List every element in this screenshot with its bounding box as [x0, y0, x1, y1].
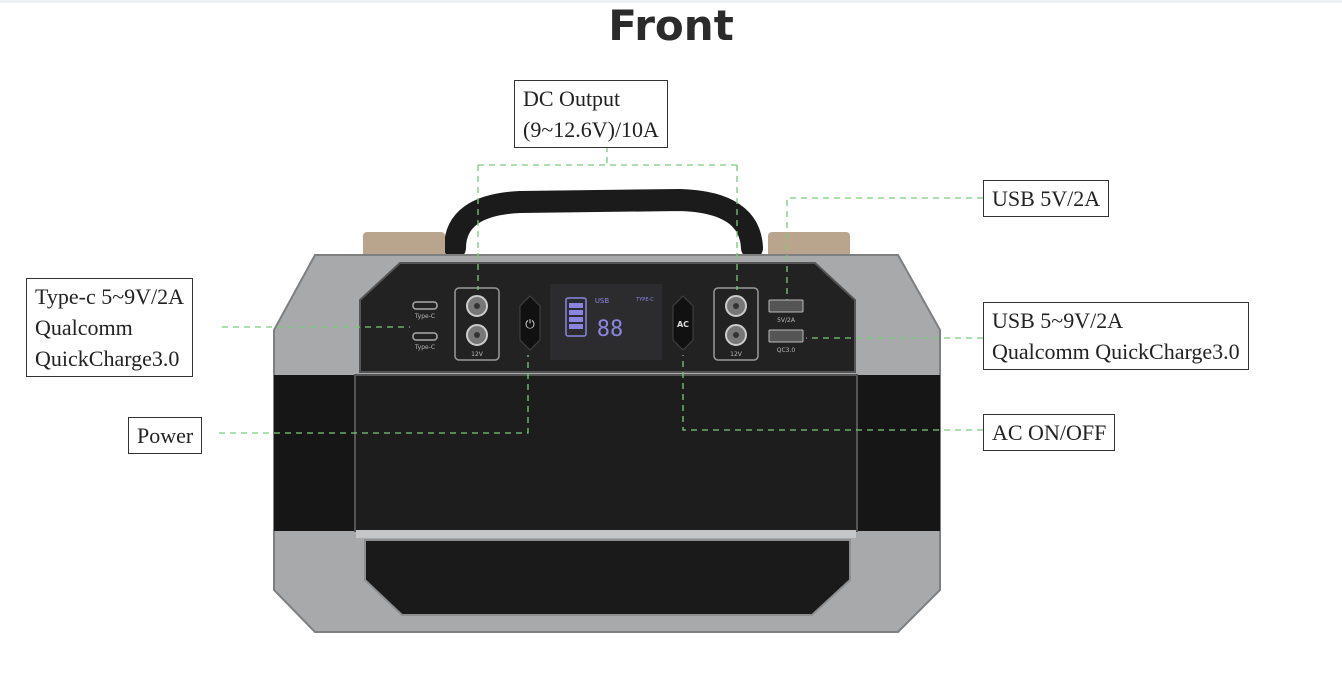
- handle-mount-right: [768, 232, 850, 258]
- svg-text:Type-C: Type-C: [414, 344, 435, 351]
- usb-port: [768, 329, 804, 343]
- top-bar: [0, 0, 1342, 3]
- svg-text:Type-C: Type-C: [414, 313, 435, 320]
- callout-text: USB 5V/2A: [992, 186, 1101, 211]
- svg-text:12V: 12V: [730, 351, 743, 358]
- callout-usb-qc: USB 5~9V/2A Qualcomm QuickCharge3.0: [983, 302, 1249, 370]
- leader-lines: [219, 146, 983, 434]
- type-c-port: [412, 332, 438, 341]
- callout-text: DC Output: [523, 86, 621, 111]
- svg-text:TYPE-C: TYPE-C: [635, 297, 654, 303]
- svg-text:USB: USB: [595, 297, 610, 305]
- power-button: [519, 295, 541, 351]
- callout-text: Power: [137, 423, 194, 448]
- callout-text: AC ON/OFF: [992, 420, 1107, 445]
- handle: [444, 188, 763, 259]
- handle-mount-left: [363, 232, 445, 258]
- callout-power: Power: [128, 417, 203, 454]
- callout-text: Qualcomm QuickCharge3.0: [992, 339, 1240, 364]
- svg-text:12V: 12V: [471, 351, 484, 358]
- callout-text: Qualcomm: [35, 315, 133, 340]
- callout-text: USB 5~9V/2A: [992, 308, 1124, 333]
- callout-dc-output: DC Output (9~12.6V)/10A: [514, 80, 668, 148]
- type-c-port: [412, 301, 438, 310]
- lcd-display: [550, 284, 662, 360]
- callout-ac: AC ON/OFF: [983, 414, 1116, 451]
- page-title: Front: [608, 1, 734, 50]
- svg-text:88: 88: [597, 317, 624, 342]
- bottom-panel: [364, 539, 851, 616]
- callout-text: (9~12.6V)/10A: [523, 117, 659, 142]
- callout-text: QuickCharge3.0: [35, 346, 180, 371]
- svg-text:5V/2A: 5V/2A: [777, 317, 796, 324]
- ac-button: [672, 295, 694, 351]
- callout-text: Type-c 5~9V/2A: [35, 284, 185, 309]
- callout-type-c: Type-c 5~9V/2A Qualcomm QuickCharge3.0: [26, 278, 194, 377]
- svg-text:QC3.0: QC3.0: [777, 347, 796, 354]
- callout-usb-5v: USB 5V/2A: [983, 180, 1110, 217]
- usb-port: [768, 299, 804, 313]
- power-icon: ⏻: [525, 317, 535, 331]
- svg-text:AC: AC: [677, 320, 689, 329]
